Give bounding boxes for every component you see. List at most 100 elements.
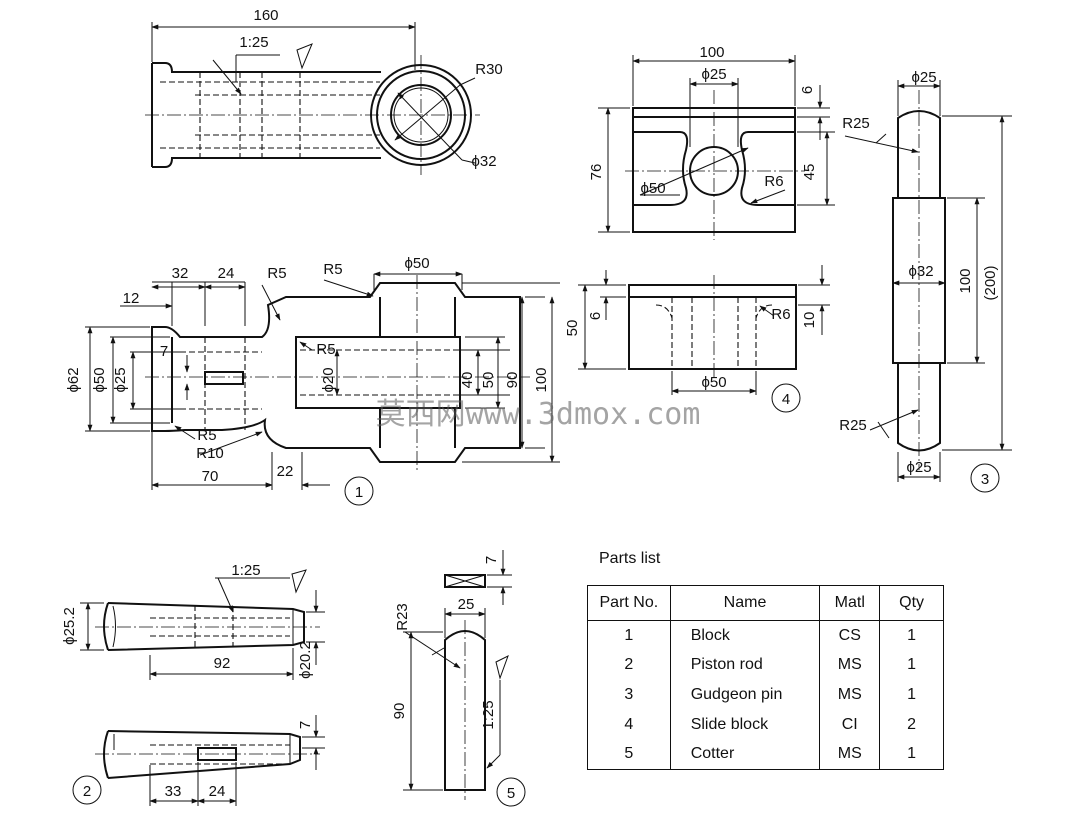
dim-r5-slot: R5 <box>316 341 335 358</box>
dim-25: 25 <box>458 596 475 613</box>
part4-top-view: 100 ϕ25 6 76 45 ϕ50 R6 <box>588 44 835 240</box>
parts-list-title: Parts list <box>599 550 661 567</box>
dim-22: 22 <box>277 463 294 480</box>
callout-3-circle <box>970 463 1000 493</box>
dim-phi25-bottom: ϕ25 <box>906 459 931 476</box>
cell-matl: CI <box>819 709 881 740</box>
dim-50-height: 50 <box>564 320 581 337</box>
callout-2: 2 <box>83 783 91 800</box>
dim-phi62: ϕ62 <box>65 367 82 392</box>
header-matl: Matl <box>819 585 881 621</box>
dim-160: 160 <box>253 7 278 24</box>
dim-phi50-slot: ϕ50 <box>640 180 665 197</box>
cell-name: Piston rod <box>669 650 821 681</box>
dim-phi32-pin: ϕ32 <box>908 263 933 280</box>
cell-qty: 1 <box>879 650 944 681</box>
dim-100: 100 <box>533 367 550 392</box>
cell-qty: 1 <box>879 739 944 771</box>
dim-phi50-front: ϕ50 <box>701 374 726 391</box>
cell-part-no: 5 <box>587 739 671 771</box>
dim-phi32: ϕ32 <box>471 153 496 170</box>
dim-200-ref: (200) <box>982 265 999 300</box>
table-row: 2 Piston rod MS 1 <box>587 650 944 681</box>
dim-r6-front: R6 <box>771 306 790 323</box>
cell-part-no: 3 <box>587 680 671 710</box>
dim-90-cotter: 90 <box>391 703 408 720</box>
dim-phi20-2: ϕ20.2 <box>297 641 314 679</box>
table-row: 3 Gudgeon pin MS 1 <box>587 680 944 710</box>
dim-24: 24 <box>218 265 235 282</box>
part3-gudgeon-pin: ϕ25 R25 ϕ32 100 (200) R25 ϕ25 3 <box>839 69 1012 493</box>
parts-list-table: Part No. Name Matl Qty 1 Block CS 1 2 Pi… <box>587 585 944 771</box>
parts-header-row: Part No. Name Matl Qty <box>587 585 944 621</box>
dim-phi25-hole: ϕ25 <box>701 66 726 83</box>
part2-piston-rod: 1:25 ϕ25.2 92 ϕ20.2 7 33 24 2 <box>61 562 325 806</box>
taper-label-cotter: 1:25 <box>480 700 497 729</box>
header-qty: Qty <box>879 585 944 621</box>
cell-qty: 1 <box>879 620 944 651</box>
dim-10: 10 <box>801 312 818 329</box>
callout-2-circle <box>72 775 102 805</box>
cell-name: Cotter <box>669 739 821 771</box>
dim-70: 70 <box>202 468 219 485</box>
header-name: Name <box>669 585 821 621</box>
header-part-no: Part No. <box>587 585 671 621</box>
dim-r5-boss: R5 <box>323 261 342 278</box>
dim-92: 92 <box>214 655 231 672</box>
dim-r5-bottom: R5 <box>197 427 216 444</box>
dim-100-pin: 100 <box>957 268 974 293</box>
dim-phi25-top: ϕ25 <box>911 69 936 86</box>
dim-76: 76 <box>588 164 605 181</box>
dim-45: 45 <box>801 164 818 181</box>
dim-r23: R23 <box>394 603 411 631</box>
dim-40: 40 <box>459 372 476 389</box>
dim-32: 32 <box>172 265 189 282</box>
dim-6-front: 6 <box>587 312 604 320</box>
dim-phi50-collar: ϕ50 <box>91 367 108 392</box>
taper-label-rod: 1:25 <box>231 562 260 579</box>
dim-7-cotter: 7 <box>483 556 500 564</box>
dim-12: 12 <box>123 290 140 307</box>
cell-name: Block <box>669 620 821 651</box>
callout-5: 5 <box>507 785 515 802</box>
taper-label: 1:25 <box>239 34 268 51</box>
callout-4-circle <box>771 383 801 413</box>
table-row: 4 Slide block CI 2 <box>587 709 944 740</box>
table-row: 5 Cotter MS 1 <box>587 739 944 771</box>
dim-50: 50 <box>480 372 497 389</box>
dim-7: 7 <box>160 343 168 360</box>
cell-name: Slide block <box>669 709 821 740</box>
dim-r10: R10 <box>196 445 224 462</box>
part1-top-view: 160 1:25 R30 ϕ32 <box>145 7 503 175</box>
part4-front-view: 50 6 R6 10 ϕ50 4 <box>564 265 830 413</box>
dim-24-rod: 24 <box>209 783 226 800</box>
cell-part-no: 4 <box>587 709 671 740</box>
dim-100-width: 100 <box>699 44 724 61</box>
callout-1-circle <box>344 476 374 506</box>
cell-part-no: 1 <box>587 620 671 651</box>
dim-r30: R30 <box>475 61 503 78</box>
callout-4: 4 <box>782 391 790 408</box>
dim-6-top: 6 <box>799 86 816 94</box>
cell-part-no: 2 <box>587 650 671 681</box>
dim-r6-top: R6 <box>764 173 783 190</box>
callout-1: 1 <box>355 484 363 501</box>
callout-5-circle <box>496 777 526 807</box>
part5-cotter: 7 25 R23 90 1:25 5 <box>391 550 526 807</box>
cell-matl: MS <box>819 650 881 681</box>
table-row: 1 Block CS 1 <box>587 620 944 651</box>
dim-phi25-2: ϕ25.2 <box>61 607 78 645</box>
dim-r25-top: R25 <box>842 115 870 132</box>
dim-phi20: ϕ20 <box>320 367 337 392</box>
dim-phi25-bore: ϕ25 <box>112 367 129 392</box>
dim-33: 33 <box>165 783 182 800</box>
callout-3: 3 <box>981 471 989 488</box>
dim-90: 90 <box>504 372 521 389</box>
cell-qty: 1 <box>879 680 944 710</box>
dim-r25-bottom: R25 <box>839 417 867 434</box>
part1-front-view: 32 24 R5 R5 ϕ50 12 7 ϕ62 ϕ50 ϕ25 R5 ϕ20 … <box>65 255 560 506</box>
cell-qty: 2 <box>879 709 944 740</box>
watermark: 莫西网www.3dmox.com <box>376 397 701 432</box>
dim-r5-top: R5 <box>267 265 286 282</box>
